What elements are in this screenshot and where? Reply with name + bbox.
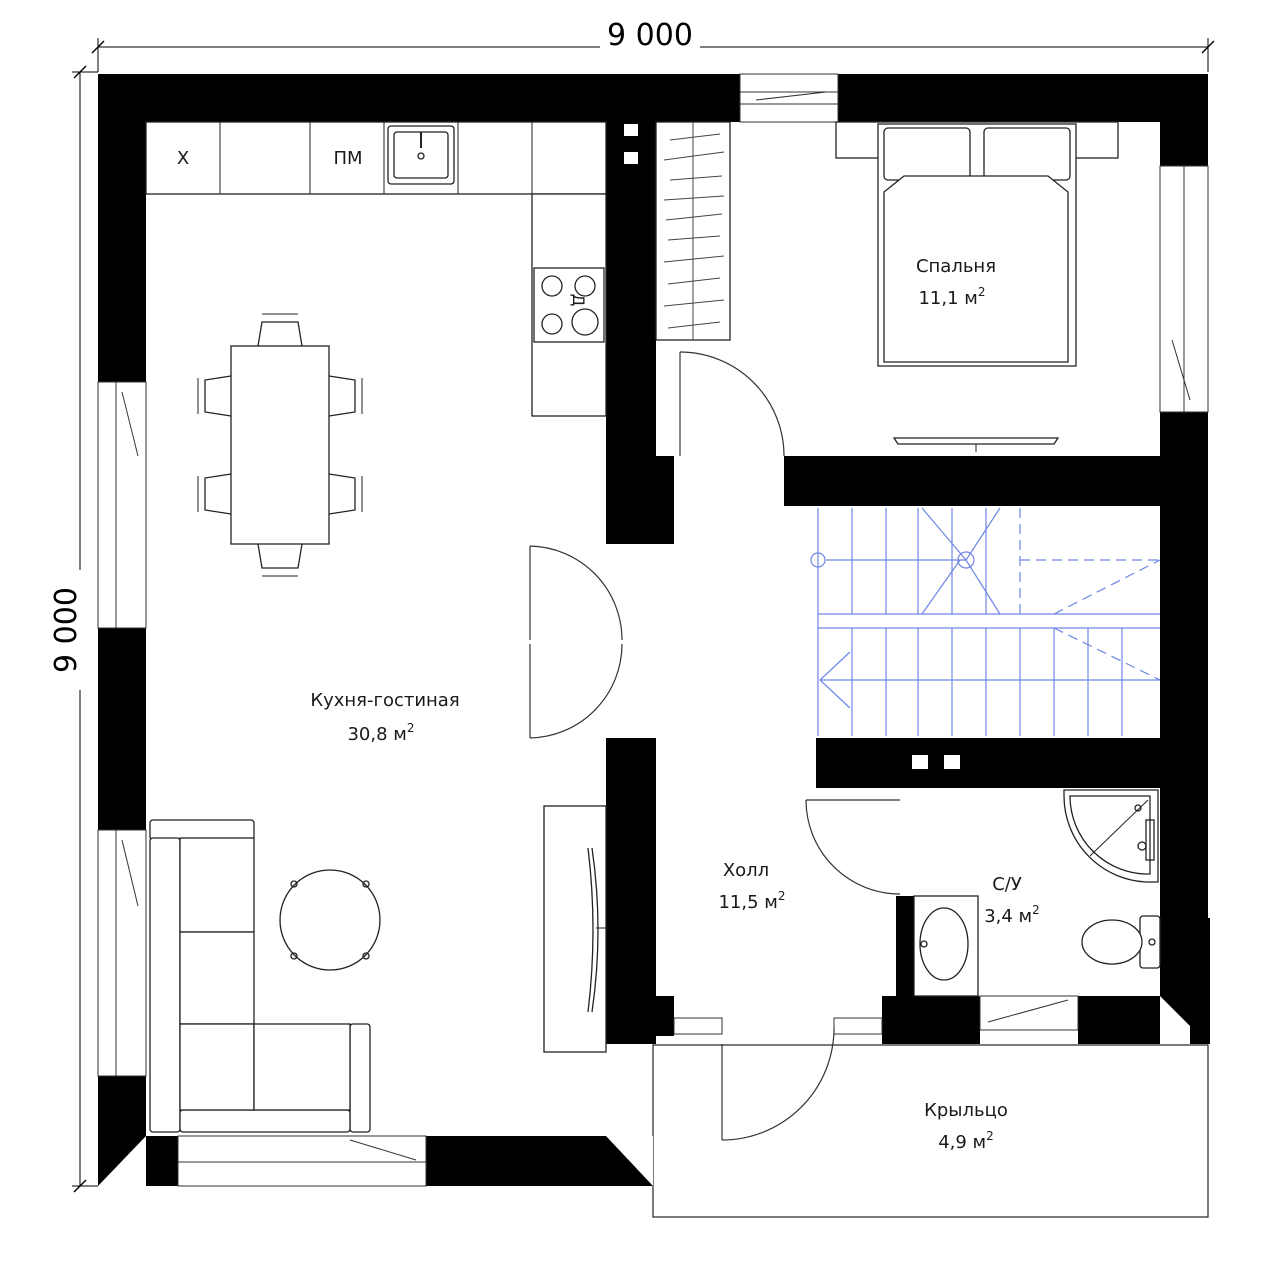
hall-name: Холл [723, 860, 769, 881]
fridge-label: Х [177, 148, 189, 169]
cooktop-icon: Д [533, 267, 605, 343]
hall-area: 11,5 м2 [718, 889, 785, 913]
porch-outline [652, 1044, 1209, 1218]
width-dimension-label: 9 000 [607, 18, 693, 53]
height-dimension-label: 9 000 [49, 587, 84, 673]
porch-area: 4,9 м2 [938, 1129, 994, 1153]
room-label-bathroom: С/У 3,4 м2 [984, 874, 1040, 927]
dining-table-icon [197, 313, 363, 577]
windows [97, 73, 1209, 1187]
room-label-kitchen-living: Кухня-гостиная 30,8 м2 [310, 690, 459, 745]
bedroom-area: 11,1 м2 [918, 285, 985, 309]
oven-label: Д [569, 294, 588, 307]
sink-icon [387, 125, 455, 185]
dimension-top: 9 000 [91, 18, 1215, 72]
kitchen-living-area: 30,8 м2 [347, 721, 414, 745]
coffee-table-icon [279, 869, 381, 971]
bathroom-name: С/У [992, 874, 1022, 895]
toilet-icon [1081, 915, 1161, 969]
staircase-icon [810, 507, 1161, 736]
bedroom-tv-icon [892, 437, 1060, 452]
wardrobe-icon [655, 121, 731, 341]
porch-name: Крыльцо [924, 1100, 1008, 1121]
vent-shafts [624, 124, 960, 769]
kitchen-living-name: Кухня-гостиная [310, 690, 459, 711]
room-label-hall: Холл 11,5 м2 [718, 860, 785, 913]
room-label-porch: Крыльцо 4,9 м2 [924, 1100, 1008, 1153]
tv-unit-icon [543, 805, 607, 1053]
vanity-sink-icon [913, 895, 979, 997]
bathroom-area: 3,4 м2 [984, 903, 1040, 927]
dimension-left: 9 000 [49, 65, 98, 1193]
doors [529, 351, 901, 1141]
room-label-bedroom: Спальня 11,1 м2 [916, 256, 996, 309]
walls [98, 74, 1210, 1186]
bedroom-name: Спальня [916, 256, 996, 277]
sofa-icon [149, 819, 371, 1133]
shower-icon [1063, 789, 1159, 883]
dishwasher-label: ПМ [333, 148, 362, 169]
bed-icon [835, 121, 1119, 367]
